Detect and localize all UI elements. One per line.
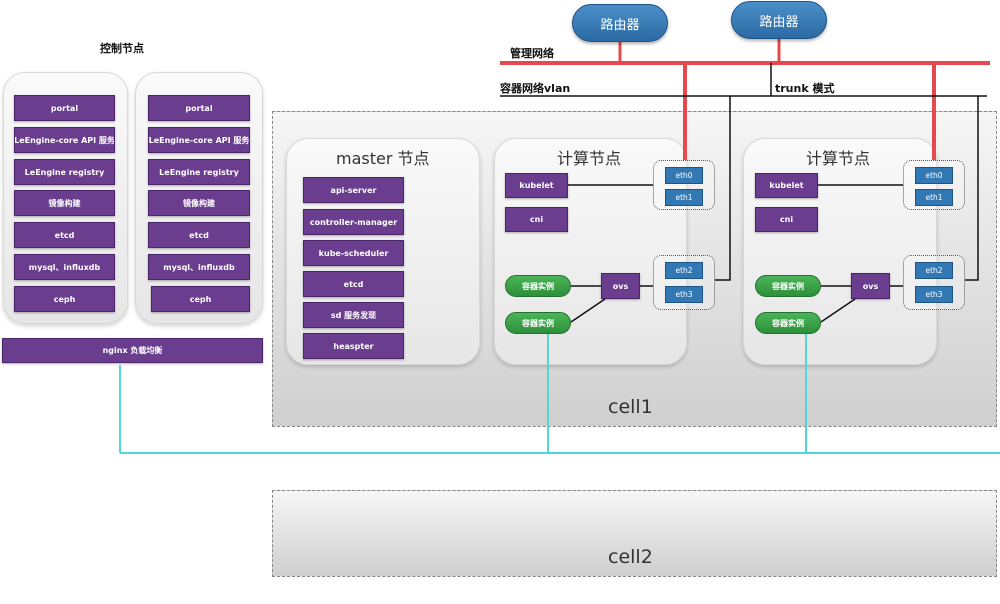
- compute2-container-2: 容器实例: [755, 312, 821, 334]
- compute1-eth0: eth0: [665, 167, 703, 184]
- compute-node-2-title: 计算节点: [806, 149, 871, 168]
- cell2-container: [272, 490, 997, 577]
- compute2-eth2: eth2: [915, 262, 953, 279]
- cell2-label: cell2: [608, 546, 653, 568]
- container2-ovs-link-1: [570, 298, 606, 323]
- compute1-eth1: eth1: [665, 189, 703, 206]
- master-node-title: master 节点: [336, 149, 430, 168]
- master-kube-scheduler: kube-scheduler: [303, 240, 404, 266]
- compute2-ovs: ovs: [851, 273, 890, 299]
- control1-mysql-influxdb: mysql、influxdb: [14, 254, 115, 280]
- control-section-title: 控制节点: [100, 42, 144, 55]
- control2-registry: LeEngine registry: [148, 159, 250, 185]
- control2-core-api: LeEngine-core API 服务: [148, 127, 250, 153]
- control2-mysql-influxdb: mysql、influxdb: [148, 254, 250, 280]
- management-network-label: 管理网络: [510, 47, 554, 60]
- cell1-label: cell1: [608, 396, 653, 418]
- control1-portal: portal: [14, 95, 115, 121]
- compute2-cni: cni: [755, 207, 818, 232]
- compute1-container-1: 容器实例: [505, 275, 571, 297]
- control1-registry: LeEngine registry: [14, 159, 115, 185]
- compute2-container-1: 容器实例: [755, 275, 821, 297]
- compute2-kubelet: kubelet: [755, 173, 818, 198]
- router-2: 路由器: [731, 1, 827, 39]
- container-vlan-label: 容器网络vlan: [500, 82, 571, 95]
- control1-core-api: LeEngine-core API 服务: [14, 127, 115, 153]
- nginx-load-balancer: nginx 负载均衡: [2, 338, 263, 363]
- router-1: 路由器: [572, 4, 668, 42]
- compute2-eth1: eth1: [915, 189, 953, 206]
- control1-etcd: etcd: [14, 222, 115, 248]
- control2-ceph: ceph: [151, 286, 250, 312]
- compute1-ovs: ovs: [601, 273, 640, 299]
- trunk-mode-label: trunk 模式: [775, 82, 835, 95]
- compute1-container-2: 容器实例: [505, 312, 571, 334]
- master-etcd: etcd: [303, 271, 404, 297]
- master-controller-manager: controller-manager: [303, 209, 404, 235]
- trunk-compute2: [965, 96, 979, 281]
- compute1-cni: cni: [505, 207, 568, 232]
- compute1-eth3: eth3: [665, 286, 703, 303]
- control1-ceph: ceph: [14, 286, 115, 312]
- master-api-server: api-server: [303, 177, 404, 203]
- control1-image-build: 镜像构建: [14, 190, 115, 216]
- compute1-kubelet: kubelet: [505, 173, 568, 198]
- compute2-eth0: eth0: [915, 167, 953, 184]
- control2-image-build: 镜像构建: [148, 190, 250, 216]
- container2-ovs-link-2: [820, 298, 856, 323]
- compute2-eth3: eth3: [915, 286, 953, 303]
- trunk-compute1: [715, 96, 731, 281]
- master-service-discovery: sd 服务发现: [303, 302, 404, 328]
- master-heaspter: heaspter: [303, 333, 404, 359]
- compute-node-1-title: 计算节点: [557, 149, 622, 168]
- control2-portal: portal: [148, 95, 250, 121]
- compute1-eth2: eth2: [665, 262, 703, 279]
- control2-etcd: etcd: [148, 222, 250, 248]
